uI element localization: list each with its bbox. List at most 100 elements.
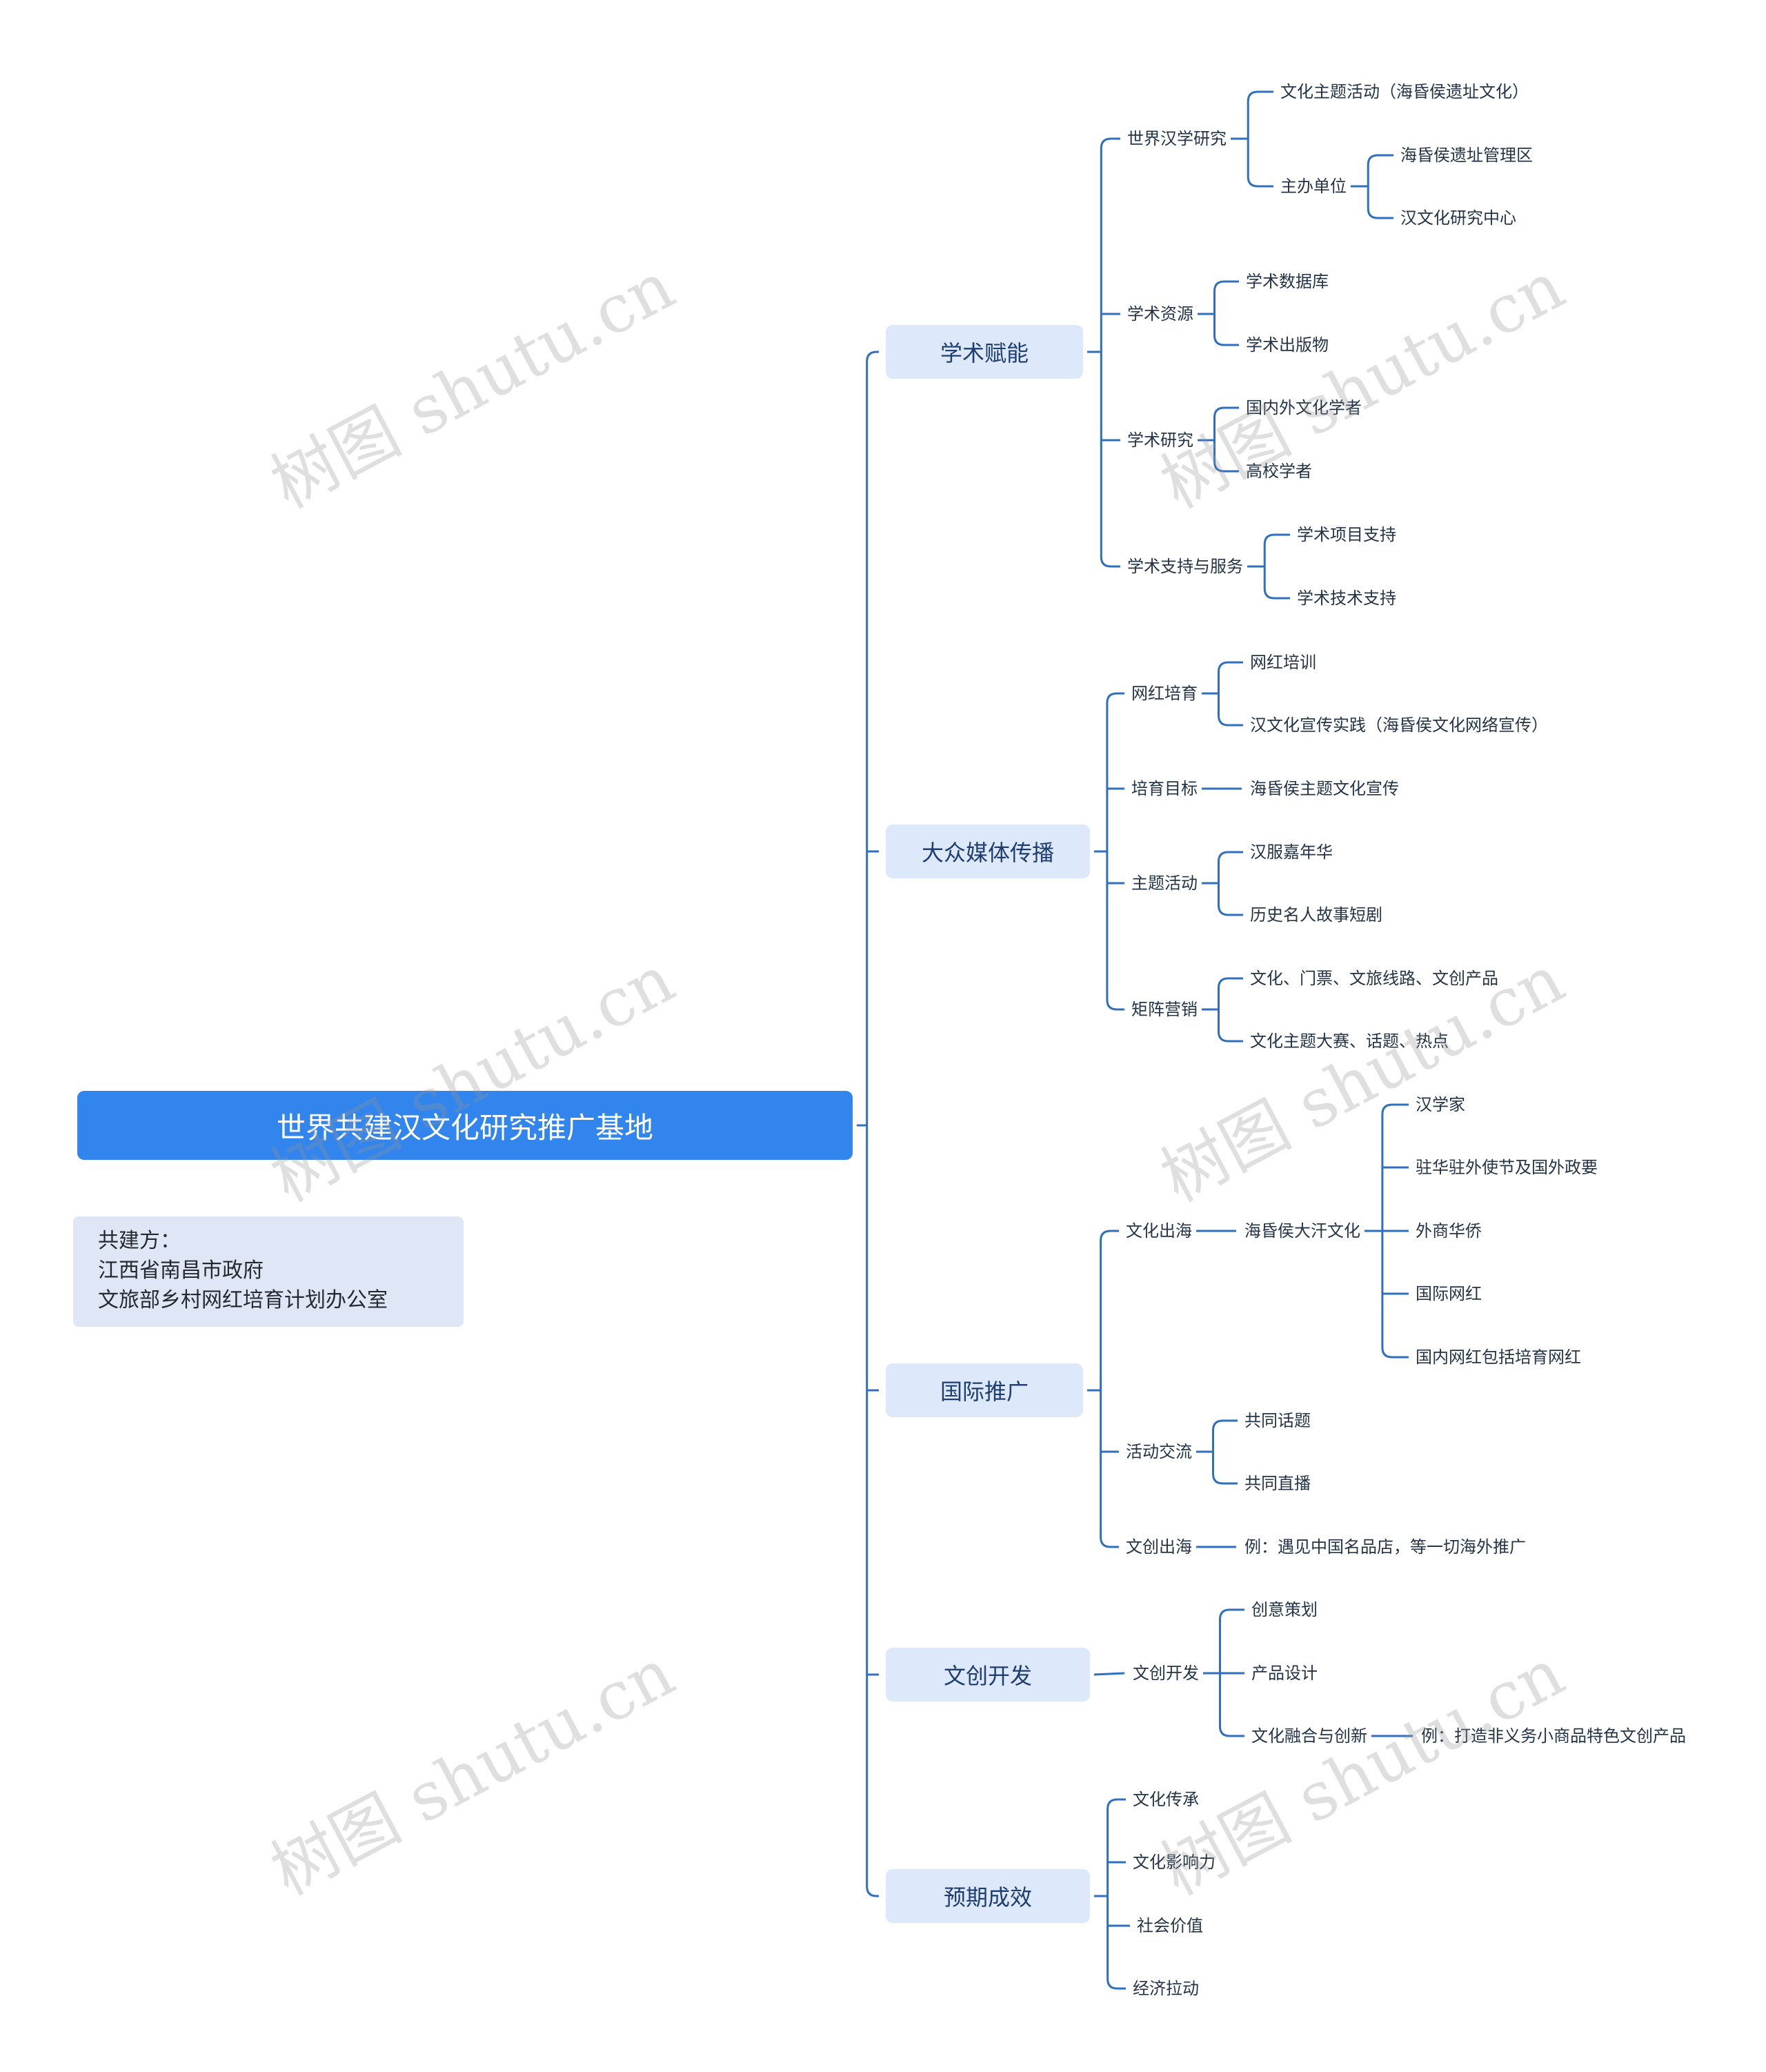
connector-line <box>1367 154 1393 186</box>
topic-node[interactable]: 例：打造非义务小商品特色文创产品 <box>1421 1726 1686 1746</box>
topic-node[interactable]: 主题活动 <box>1131 873 1198 894</box>
topic-node[interactable]: 文化、门票、文旅线路、文创产品 <box>1250 968 1498 989</box>
topic-node[interactable]: 共同直播 <box>1244 1473 1311 1494</box>
topic-label: 文创开发 <box>1133 1664 1199 1683</box>
topic-node[interactable]: 文化主题大赛、话题、热点 <box>1250 1031 1449 1052</box>
branch-node-label: 文创开发 <box>943 1663 1032 1689</box>
topic-node[interactable]: 文创开发 <box>1133 1663 1199 1684</box>
topic-node[interactable]: 文化融合与创新 <box>1251 1726 1367 1746</box>
branch-node-label: 国际推广 <box>940 1379 1029 1405</box>
topic-label: 文化影响力 <box>1133 1853 1216 1872</box>
connector-line <box>1381 1103 1409 1231</box>
branch-node[interactable]: 预期成效 <box>886 1869 1090 1923</box>
topic-node[interactable]: 外商华侨 <box>1416 1221 1482 1241</box>
topic-node[interactable]: 经济拉动 <box>1133 1978 1199 1999</box>
co-builder-note: 共建方： 江西省南昌市政府 文旅部乡村网红培育计划办公室 <box>73 1216 464 1327</box>
topic-node[interactable]: 学术研究 <box>1127 430 1193 451</box>
topic-label: 汉文化宣传实践（海昏侯文化网络宣传） <box>1250 716 1548 735</box>
topic-node[interactable]: 产品设计 <box>1251 1663 1318 1684</box>
topic-label: 文化传承 <box>1133 1790 1199 1809</box>
topic-label: 学术数据库 <box>1246 272 1329 291</box>
topic-node[interactable]: 学术出版物 <box>1246 335 1329 355</box>
topic-node[interactable]: 世界汉学研究 <box>1127 128 1227 149</box>
topic-node[interactable]: 海昏侯遗址管理区 <box>1400 145 1533 166</box>
connector-line <box>1100 1390 1119 1548</box>
root-node[interactable]: 世界共建汉文化研究推广基地 <box>77 1091 853 1160</box>
topic-label: 文化融合与创新 <box>1251 1726 1367 1746</box>
topic-node[interactable]: 主办单位 <box>1280 176 1347 197</box>
topic-node[interactable]: 文化出海 <box>1126 1221 1192 1241</box>
topic-node[interactable]: 学术支持与服务 <box>1127 556 1243 577</box>
topic-node[interactable]: 海昏侯大汗文化 <box>1244 1221 1360 1241</box>
topic-label: 海昏侯遗址管理区 <box>1400 146 1533 165</box>
topic-node[interactable]: 驻华驻外使节及国外政要 <box>1416 1157 1598 1178</box>
topic-node[interactable]: 学术资源 <box>1127 304 1193 324</box>
topic-node[interactable]: 学术数据库 <box>1246 271 1329 292</box>
connector-line <box>1100 137 1120 352</box>
topic-node[interactable]: 国际网红 <box>1416 1283 1482 1304</box>
topic-node[interactable]: 文化主题活动（海昏侯遗址文化） <box>1280 81 1529 102</box>
topic-label: 社会价值 <box>1137 1916 1203 1935</box>
topic-label: 例：打造非义务小商品特色文创产品 <box>1421 1726 1686 1746</box>
topic-node[interactable]: 国内网红包括培育网红 <box>1416 1347 1581 1368</box>
topic-label: 学术资源 <box>1127 304 1193 324</box>
connector-line <box>1218 977 1243 1009</box>
topic-node[interactable]: 汉文化研究中心 <box>1400 208 1516 228</box>
topic-node[interactable]: 培育目标 <box>1131 778 1198 799</box>
branch-node[interactable]: 学术赋能 <box>886 325 1083 379</box>
connector-line <box>1100 352 1120 568</box>
topic-node[interactable]: 汉文化宣传实践（海昏侯文化网络宣传） <box>1250 715 1548 736</box>
topic-node[interactable]: 网红培育 <box>1131 683 1198 704</box>
topic-node[interactable]: 例：遇见中国名品店，等一切海外推广 <box>1244 1537 1526 1557</box>
topic-label: 学术出版物 <box>1246 335 1329 355</box>
branch-node[interactable]: 文创开发 <box>886 1648 1090 1701</box>
topic-label: 文创出海 <box>1126 1537 1192 1557</box>
branch-node[interactable]: 大众媒体传播 <box>886 825 1090 878</box>
topic-label: 例：遇见中国名品店，等一切海外推广 <box>1244 1537 1526 1557</box>
topic-node[interactable]: 海昏侯主题文化宣传 <box>1250 778 1399 799</box>
topic-node[interactable]: 社会价值 <box>1137 1915 1203 1936</box>
topic-node[interactable]: 文创出海 <box>1126 1537 1192 1557</box>
topic-label: 汉文化研究中心 <box>1400 208 1516 228</box>
topic-label: 国内外文化学者 <box>1246 398 1362 417</box>
branch-node[interactable]: 国际推广 <box>886 1363 1083 1417</box>
topic-node[interactable]: 学术项目支持 <box>1297 524 1396 545</box>
topic-node[interactable]: 国内外文化学者 <box>1246 397 1362 418</box>
topic-label: 文化主题大赛、话题、热点 <box>1250 1032 1449 1051</box>
connector-line <box>1263 533 1290 566</box>
connector-line <box>1213 406 1239 440</box>
connector-line <box>1093 1672 1125 1676</box>
connector-line <box>866 1125 879 1897</box>
topic-node[interactable]: 网红培训 <box>1250 652 1316 673</box>
topic-node[interactable]: 历史名人故事短剧 <box>1250 905 1382 925</box>
connector-line <box>1218 693 1243 727</box>
topic-node[interactable]: 矩阵营销 <box>1131 999 1198 1020</box>
topic-node[interactable]: 共同话题 <box>1244 1410 1311 1431</box>
topic-label: 网红培训 <box>1250 653 1316 672</box>
topic-node[interactable]: 文化影响力 <box>1133 1852 1216 1873</box>
connector-line <box>1213 440 1239 473</box>
topic-node[interactable]: 汉服嘉年华 <box>1250 842 1333 862</box>
connector-line <box>1381 1231 1409 1359</box>
branch-node-label: 大众媒体传播 <box>921 840 1054 866</box>
topic-label: 产品设计 <box>1251 1664 1318 1683</box>
connector-line <box>1247 139 1273 188</box>
branch-node-label: 预期成效 <box>943 1884 1032 1911</box>
topic-node[interactable]: 学术技术支持 <box>1297 588 1396 609</box>
topic-node[interactable]: 高校学者 <box>1246 461 1312 482</box>
topic-label: 高校学者 <box>1246 462 1312 481</box>
topic-node[interactable]: 文化传承 <box>1133 1789 1199 1810</box>
connector-line <box>1218 661 1243 693</box>
topic-node[interactable]: 汉学家 <box>1416 1094 1465 1115</box>
note-line: 共建方： <box>98 1229 181 1253</box>
topic-node[interactable]: 活动交流 <box>1126 1441 1192 1462</box>
topic-label: 学术研究 <box>1127 431 1193 450</box>
topic-node[interactable]: 创意策划 <box>1251 1599 1318 1620</box>
connector-line <box>1213 314 1239 346</box>
topic-label: 海昏侯主题文化宣传 <box>1250 779 1399 798</box>
connector-line <box>1212 1419 1238 1452</box>
topic-label: 国内网红包括培育网红 <box>1416 1348 1581 1367</box>
topic-label: 汉学家 <box>1416 1095 1465 1114</box>
